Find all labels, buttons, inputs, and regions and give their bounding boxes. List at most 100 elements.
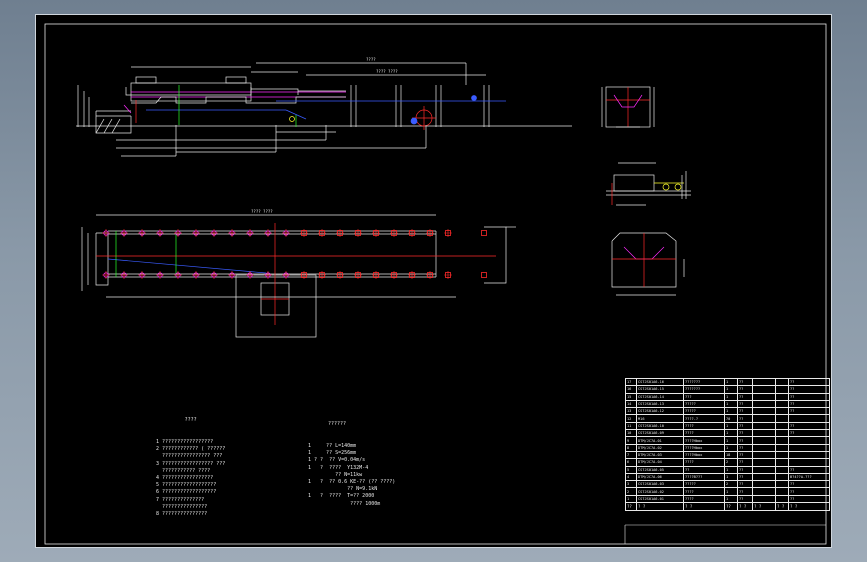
bom-cell xyxy=(752,399,776,409)
idler-crosshair xyxy=(120,229,128,237)
conveyor-assembly-drawing: ???? ???? ???? xyxy=(44,23,827,545)
bom-cell xyxy=(775,392,789,401)
bom-cell xyxy=(752,436,776,445)
idler-crosshair xyxy=(156,229,164,237)
note-line: 4 ????????????????? xyxy=(156,475,214,482)
bom-cell: 4 xyxy=(625,472,637,482)
section-view-a xyxy=(601,86,655,128)
bom-cell: ?? xyxy=(737,458,753,467)
bom-cell: ??????? xyxy=(683,377,725,387)
bom-cell: CSTJS01A6-16 xyxy=(636,377,684,387)
idler-crosshair xyxy=(300,229,308,237)
note-line: ?? N=9.1kN xyxy=(308,486,378,493)
bom-cell xyxy=(788,436,830,445)
bom-cell: ?? xyxy=(788,377,830,387)
bom-cell: 1 xyxy=(724,399,738,409)
bom-cell: 9 xyxy=(625,436,637,445)
bom-cell: 10 xyxy=(625,429,637,438)
bom-cell xyxy=(788,450,830,460)
bom-cell xyxy=(775,421,789,431)
bom-cell xyxy=(775,480,789,489)
bom-cell: 7 xyxy=(625,450,637,460)
bom-cell: ?? xyxy=(737,465,753,474)
bom-cell xyxy=(775,377,789,387)
bom-cell: CSTJS01A6-01 xyxy=(636,494,684,504)
idler-crosshair xyxy=(102,229,110,237)
bom-cell xyxy=(752,377,776,387)
bom-cell: DTM/JC7A-04 xyxy=(636,458,684,467)
bom-cell: 6 xyxy=(625,458,637,467)
bom-header-cell: ?? xyxy=(625,502,637,512)
idler-crosshair xyxy=(318,229,326,237)
bom-cell xyxy=(752,421,776,431)
note-line: 1 ? ???? Y132M-4 xyxy=(308,464,369,471)
bom-cell: ????-? xyxy=(683,414,725,423)
note-line: ???????????????? ??? xyxy=(156,453,223,460)
idler-crosshair xyxy=(336,271,344,279)
bom-cell: CSTJS01A6-02 xyxy=(636,487,684,496)
bom-cell: 1 xyxy=(724,421,738,431)
bom-cell: 8 xyxy=(625,443,637,452)
plan-dim-label: ???? ???? xyxy=(251,209,273,214)
section-view-b xyxy=(606,162,691,206)
bom-cell: 2 xyxy=(724,480,738,489)
bom-cell xyxy=(752,407,776,416)
idler-crosshair xyxy=(426,229,434,237)
bom-cell: 70 xyxy=(724,414,738,423)
idler-crosshair xyxy=(264,229,272,237)
bom-cell xyxy=(752,487,776,496)
tail-square-marker xyxy=(481,272,487,278)
idler-crosshair xyxy=(246,229,254,237)
section-view-c xyxy=(611,232,685,296)
tail-square-marker xyxy=(481,230,487,236)
idler-crosshair xyxy=(444,229,452,237)
bom-cell xyxy=(775,494,789,504)
idler-crosshair xyxy=(174,271,182,279)
idler-crosshair xyxy=(156,271,164,279)
plan-view xyxy=(81,214,516,338)
bom-cell xyxy=(752,472,776,482)
idler-crosshair xyxy=(408,229,416,237)
bom-cell xyxy=(775,487,789,496)
idler-crosshair xyxy=(210,271,218,279)
note-line: 1 ? ? ?? V=0.04m/s xyxy=(308,457,366,464)
note-line: 1 ? ???? T=?? 2000 xyxy=(308,493,375,500)
bom-cell: ?? xyxy=(788,421,830,431)
bom-cell: CSTJS01A6-05 xyxy=(636,465,684,474)
idler-crosshair xyxy=(354,229,362,237)
bom-cell: ?? xyxy=(737,392,753,401)
bom-header-row: ??? ?? ???? ?? ?? ?? ? xyxy=(625,502,830,512)
technical-requirements-lines: 1 ?????????????????2 ???????????? ( ????… xyxy=(156,439,225,518)
idler-crosshair xyxy=(228,229,236,237)
bom-cell xyxy=(775,458,789,467)
bom-header-cell: ? ? xyxy=(752,502,776,512)
bom-header-cell: ? ? xyxy=(737,502,753,512)
cad-drawing-viewport[interactable]: ???? ???? ???? xyxy=(35,14,832,548)
note-line: 2 ???????????? ( ?????? xyxy=(156,446,226,453)
idler-crosshair xyxy=(390,229,398,237)
drawing-border xyxy=(44,23,827,545)
bom-cell xyxy=(788,458,830,467)
bom-cell: ???? xyxy=(683,494,725,504)
bom-cell: ???? xyxy=(683,487,725,496)
bom-cell xyxy=(775,407,789,416)
idler-crosshair xyxy=(426,271,434,279)
bom-cell: ???? xyxy=(683,429,725,438)
bom-cell xyxy=(775,429,789,438)
idler-crosshair xyxy=(372,271,380,279)
idler-crosshair xyxy=(282,229,290,237)
bom-cell: 1 xyxy=(724,472,738,482)
bom-cell: 2 xyxy=(625,487,637,496)
bom-cell xyxy=(788,443,830,452)
elevation-dim-label-2: ???? ???? xyxy=(376,69,398,74)
bom-cell: CSTJS01A6-15 xyxy=(636,385,684,394)
bom-cell xyxy=(775,399,789,409)
idler-crosshair xyxy=(282,271,290,279)
